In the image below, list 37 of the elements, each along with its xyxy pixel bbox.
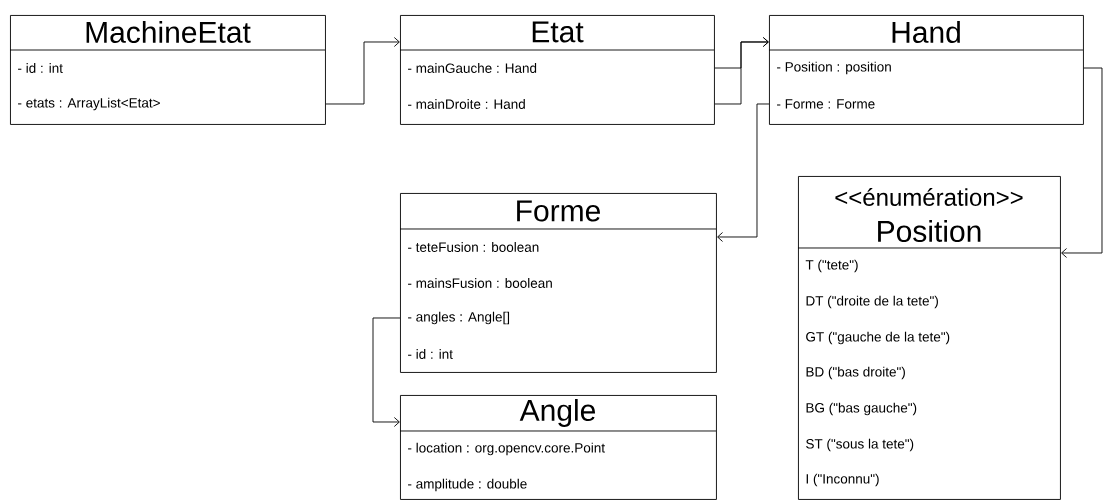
arrow — [717, 103, 770, 242]
class-name: Angle — [519, 399, 595, 427]
arrow — [325, 37, 400, 105]
class-box — [768, 15, 1084, 125]
class-box — [399, 395, 717, 500]
attribute-text: - id : int — [408, 349, 453, 359]
enum-value: GT ("gauche de la tete") — [806, 331, 950, 345]
attribute-text: - mainDroite : Hand — [408, 99, 525, 109]
arrow — [372, 317, 401, 427]
attribute-text: - mainsFusion : boolean — [408, 278, 552, 288]
attribute-text: - Position : position — [777, 61, 891, 75]
attribute-text: - teteFusion : boolean — [408, 242, 539, 252]
class-name: MachineEtat — [86, 21, 251, 43]
enum-value: T ("tete") — [805, 259, 858, 273]
class-name: Etat — [532, 21, 584, 43]
enum-value: DT ("droite de la tete") — [806, 295, 938, 309]
enum-value: BD ("bas droite") — [806, 366, 905, 380]
arrow — [1061, 67, 1103, 258]
class-name: Forme — [517, 200, 600, 222]
enum-value: ST ("sous la tete") — [806, 438, 914, 452]
class-box — [399, 15, 715, 125]
attribute-text: - etats : ArrayList<Etat> — [18, 97, 160, 111]
class-box — [797, 176, 1061, 500]
attribute-text: - amplitude : double — [408, 478, 527, 492]
class-box — [9, 15, 326, 125]
class-name: Hand — [892, 21, 960, 43]
enum-value: I ("Inconnu") — [806, 473, 879, 487]
arrow — [714, 37, 769, 105]
class-name: Position — [878, 220, 981, 242]
attribute-text: - location : org.opencv.core.Point — [408, 442, 605, 456]
attribute-text: - angles : Angle[] — [408, 311, 510, 325]
attribute-text: - id : int — [18, 63, 63, 73]
stereotype-label: <<énumération>> — [835, 188, 1023, 206]
attribute-text: - Forme : Forme — [777, 99, 875, 109]
class-box — [399, 193, 717, 373]
enum-value: BG ("bas gauche") — [806, 402, 917, 416]
attribute-text: - mainGauche : Hand — [408, 63, 537, 73]
